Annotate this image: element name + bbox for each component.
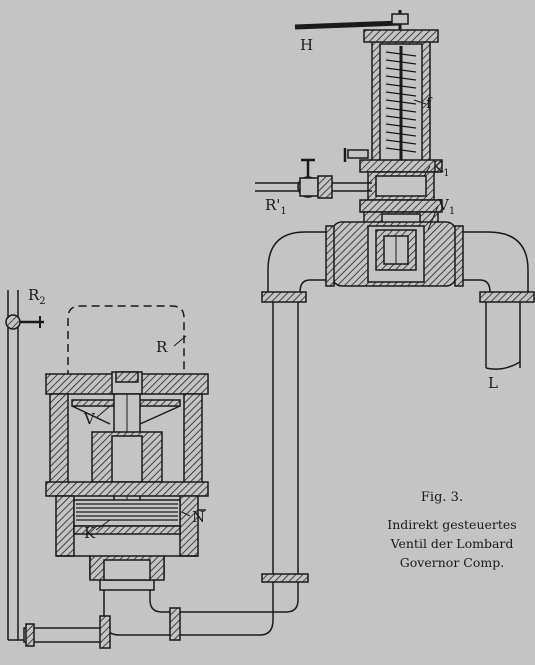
label-k: K [84,524,96,542]
dashed-cylinder-r [67,305,185,378]
upper-valve-assembly [255,10,535,578]
caption-line: Indirekt gesteuertes [387,517,517,532]
label-f: f [426,94,433,112]
caption-line: Ventil der Lombard [390,536,514,551]
label-r1: R'1 [265,196,287,217]
pipe-r1 [255,158,372,199]
label-leaders [95,99,439,531]
label-k1: K1 [432,158,450,179]
label-v1: V1 [437,196,455,217]
label-l: L [488,374,498,392]
connecting-pipes [5,290,309,649]
pipe-r2 [5,290,44,641]
figure-caption: Indirekt gesteuertes Ventil der Lombard … [362,515,535,572]
label-n: N [192,508,205,526]
caption-line: Governor Comp. [399,555,505,570]
figure-number: Fig. 3. [420,490,464,505]
label-r: R [156,338,168,356]
valve-body-v1 [325,221,464,287]
label-h: H [300,36,313,54]
lower-valve-assembly [45,305,209,591]
pipe-bend-right [463,231,535,370]
label-r2: R2 [28,286,46,307]
label-v: V [83,410,96,428]
piston-k [73,499,181,527]
lever-h [294,20,401,30]
diagram-labels: H f K1 V1 R'1 R2 R V K N L [28,36,498,542]
pipe-bend-left [261,231,326,578]
